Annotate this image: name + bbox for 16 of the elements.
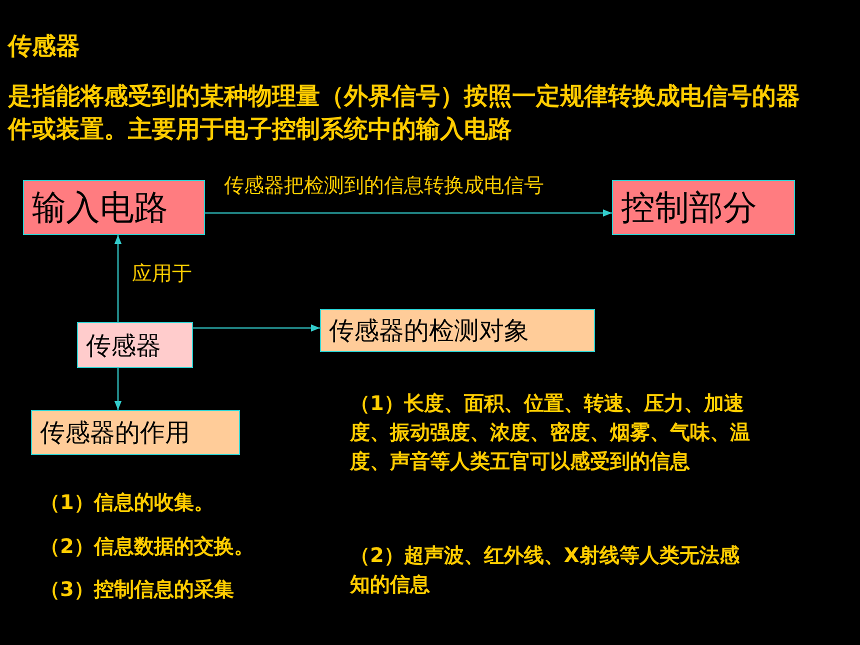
definition-text: 是指能将感受到的某种物理量（外界信号）按照一定规律转换成电信号的器件或装置。主要用于电子控制系统中的输入电路 [8, 81, 801, 145]
function-box: 传感器的作用 [31, 410, 240, 455]
arrow [193, 324, 320, 332]
arrow [205, 209, 612, 217]
control-box: 控制部分 [612, 180, 795, 235]
paragraph: （1）长度、面积、位置、转速、压力、加速度、振动强度、浓度、密度、烟雾、气味、温度、声音等人类五官可以感受到的信息 [350, 390, 751, 475]
list-item: （2）信息数据的交换。 [40, 533, 255, 560]
arrow [114, 368, 122, 410]
circuit-box: 输入电路 [23, 180, 205, 235]
arrow [114, 235, 122, 322]
object-box: 传感器的检测对象 [320, 309, 595, 352]
title: 传感器 [8, 31, 81, 62]
list-item: （3）控制信息的采集 [40, 576, 235, 603]
sensor-box: 传感器 [77, 322, 193, 368]
list-item: （1）信息的收集。 [40, 489, 215, 516]
paragraph: （2）超声波、红外线、X射线等人类无法感知的信息 [350, 542, 740, 598]
